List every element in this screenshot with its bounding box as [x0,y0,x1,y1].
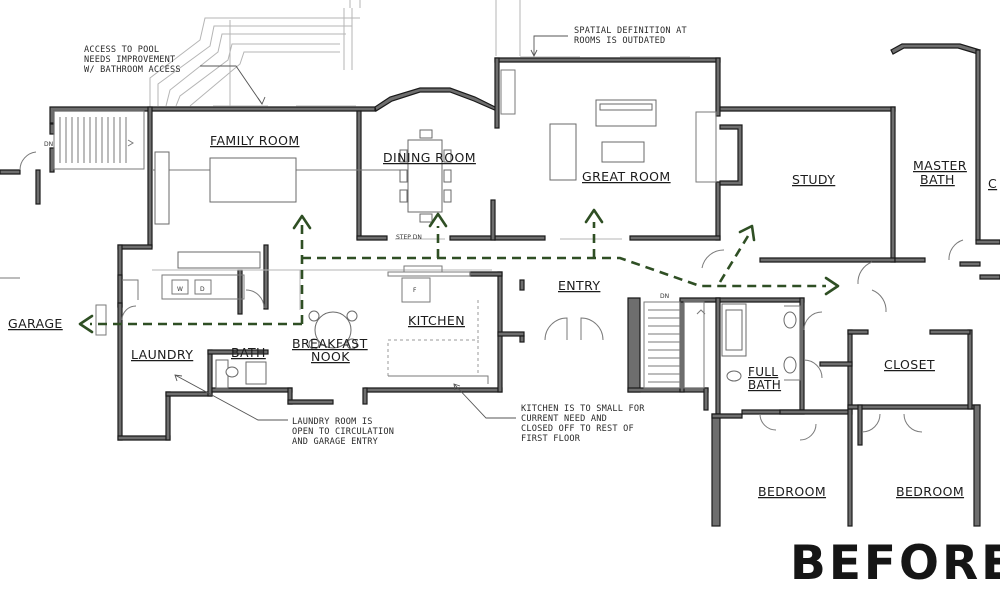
label-dn-left: DN [44,141,53,148]
label-dining-room: DINING ROOM [383,150,476,165]
label-dryer: D [200,286,205,293]
furniture [154,99,657,350]
note-kitchen-1: KITCHEN IS TO SMALL FOR [521,404,645,414]
note-kitchen-4: FIRST FLOOR [521,434,581,444]
label-study: STUDY [792,172,835,187]
label-step-dn: STEP DN [396,234,422,241]
note-spatial-2: ROOMS IS OUTDATED [574,36,665,46]
label-closet: CLOSET [884,357,935,372]
label-laundry: LAUNDRY [131,347,193,362]
family-sofa [154,151,170,225]
label-master-bath-1: MASTER [913,158,967,173]
note-pool-2: NEEDS IMPROVEMENT [84,55,175,65]
great-loveseat [549,123,577,181]
notes: ACCESS TO POOL NEEDS IMPROVEMENT W/ BATH… [84,26,687,447]
site-lines [149,0,521,107]
label-family-room: FAMILY ROOM [210,133,300,148]
note-pool-3: W/ BATHROOM ACCESS [84,65,181,75]
arrow-great [584,208,604,224]
circulation-route [78,208,840,334]
label-bath: BATH [231,345,266,360]
arrow-family [292,214,312,230]
arrow-bedrooms [824,276,840,296]
arrow-study [738,224,756,242]
label-garage: GARAGE [8,316,63,331]
fixtures [0,56,964,441]
label-breakfast-1: BREAKFAST [292,336,368,351]
note-pool-1: ACCESS TO POOL [84,45,159,55]
arrow-dining [428,212,448,228]
label-master-bath-2: BATH [920,172,955,187]
walls [0,43,1000,527]
arrow-garage [78,314,94,334]
note-spatial-1: SPATIAL DEFINITION AT [574,26,687,36]
label-fridge: F [413,287,417,294]
label-bedroom-1: BEDROOM [758,484,826,499]
label-breakfast-2: NOOK [311,349,350,364]
dining-table [407,139,443,213]
small-labels: DN DN STEP DN W D F [44,141,669,300]
label-full-bath-1: FULL [748,365,778,379]
label-entry: ENTRY [558,278,600,293]
great-table [601,141,645,163]
before-stamp: BEFORE [790,536,1000,589]
label-washer: W [177,286,183,293]
label-kitchen: KITCHEN [408,313,465,328]
label-bedroom-2: BEDROOM [896,484,964,499]
family-console [177,251,261,269]
label-full-bath-2: BATH [748,378,781,392]
room-labels: FAMILY ROOM DINING ROOM GREAT ROOM STUDY… [8,133,997,499]
label-master-cut: C [988,176,997,191]
note-laundry-2: OPEN TO CIRCULATION [292,427,394,437]
family-rug [209,157,297,203]
note-kitchen-2: CURRENT NEED AND [521,414,607,424]
nook-table [314,311,352,349]
note-kitchen-3: CLOSED OFF TO REST OF [521,424,634,434]
label-dn-stair: DN [660,293,669,300]
note-laundry-3: AND GARAGE ENTRY [292,437,379,447]
label-great-room: GREAT ROOM [582,169,671,184]
leaders [174,35,568,421]
note-laundry-1: LAUNDRY ROOM IS [292,417,373,427]
